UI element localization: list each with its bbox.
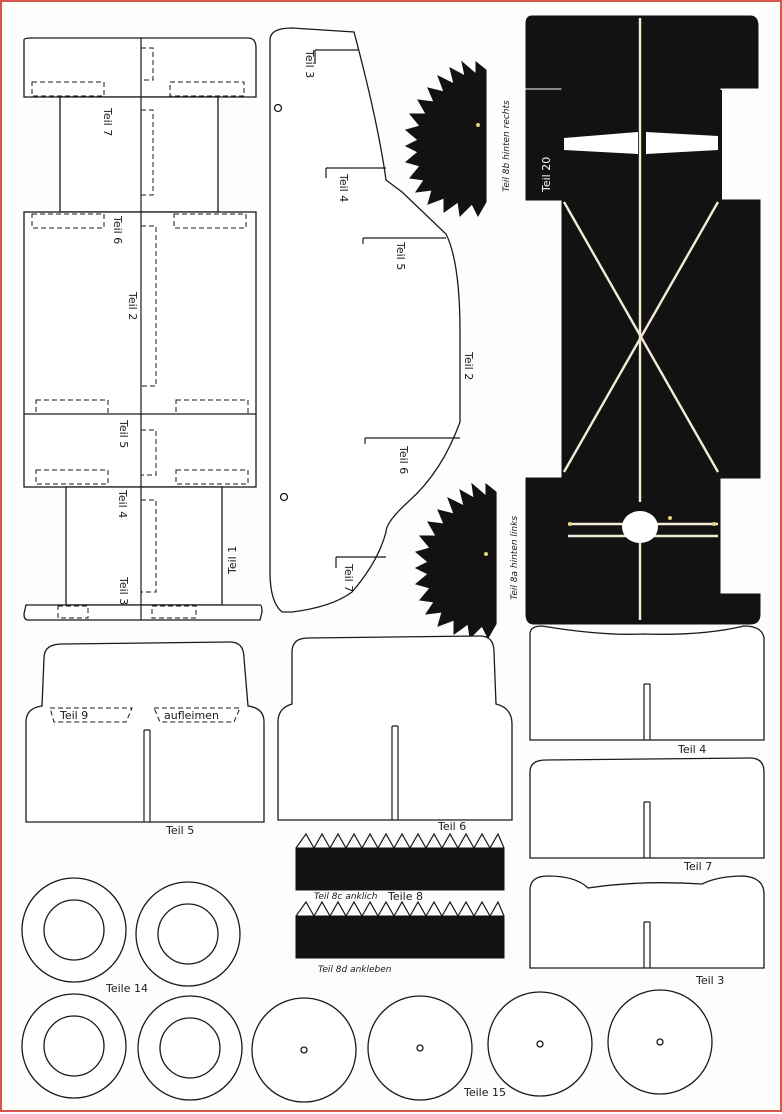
part-teil-5	[25, 641, 265, 823]
part-teil-3	[529, 875, 765, 969]
label-teil-7-top: Teil 7	[101, 107, 114, 136]
part-teil-2-side	[269, 27, 461, 613]
part-teile-14	[21, 877, 243, 1101]
label-teil-1: Teil 1	[226, 546, 239, 575]
label-teil-6-side: Teil 6	[397, 445, 410, 474]
label-teil-2-side: Teil 2	[462, 351, 475, 380]
label-teil-20: Teil 20	[540, 157, 553, 193]
part-teile-15	[251, 989, 713, 1103]
label-teil-5-top: Teil 5	[117, 419, 130, 448]
part-teile-8	[295, 832, 505, 959]
label-teil-8d: Teil 8d ankleben	[318, 965, 392, 975]
label-teil-2-top: Teil 2	[126, 291, 139, 320]
label-aufleimen: aufleimen	[164, 709, 219, 722]
label-teil-5-side: Teil 5	[394, 241, 407, 270]
part-teil-6	[277, 635, 513, 821]
label-teil-6-top: Teil 6	[111, 215, 124, 244]
label-teil-9: Teil 9	[59, 709, 88, 722]
label-teil-5: Teil 5	[165, 824, 194, 837]
part-teil-8a	[414, 482, 497, 640]
label-teil-3-top: Teil 3	[117, 576, 130, 605]
label-teil-4-side: Teil 4	[337, 173, 350, 202]
part-teil-4	[529, 625, 765, 741]
label-teil-8c: Teil 8c anklich	[314, 892, 378, 902]
part-teil-7	[529, 757, 765, 859]
label-teil-6: Teil 6	[437, 820, 466, 833]
label-teil-7-side: Teil 7	[342, 563, 355, 592]
label-teil-8b: Teil 8b hinten rechts	[502, 100, 512, 192]
label-teile-8: Teile 8	[387, 890, 423, 903]
label-teile-15: Teile 15	[463, 1086, 506, 1099]
label-teile-14: Teile 14	[105, 982, 148, 995]
label-teil-4: Teil 4	[677, 743, 706, 756]
label-teil-7: Teil 7	[683, 860, 712, 873]
label-teil-8a: Teil 8a hinten links	[510, 516, 520, 600]
part-teil-20	[525, 15, 761, 625]
label-teil-3-side: Teil 3	[303, 49, 316, 78]
label-teil-3: Teil 3	[695, 974, 724, 987]
part-teil-1	[23, 37, 263, 621]
label-teil-4-top: Teil 4	[116, 489, 129, 518]
part-teil-8b	[404, 60, 487, 218]
